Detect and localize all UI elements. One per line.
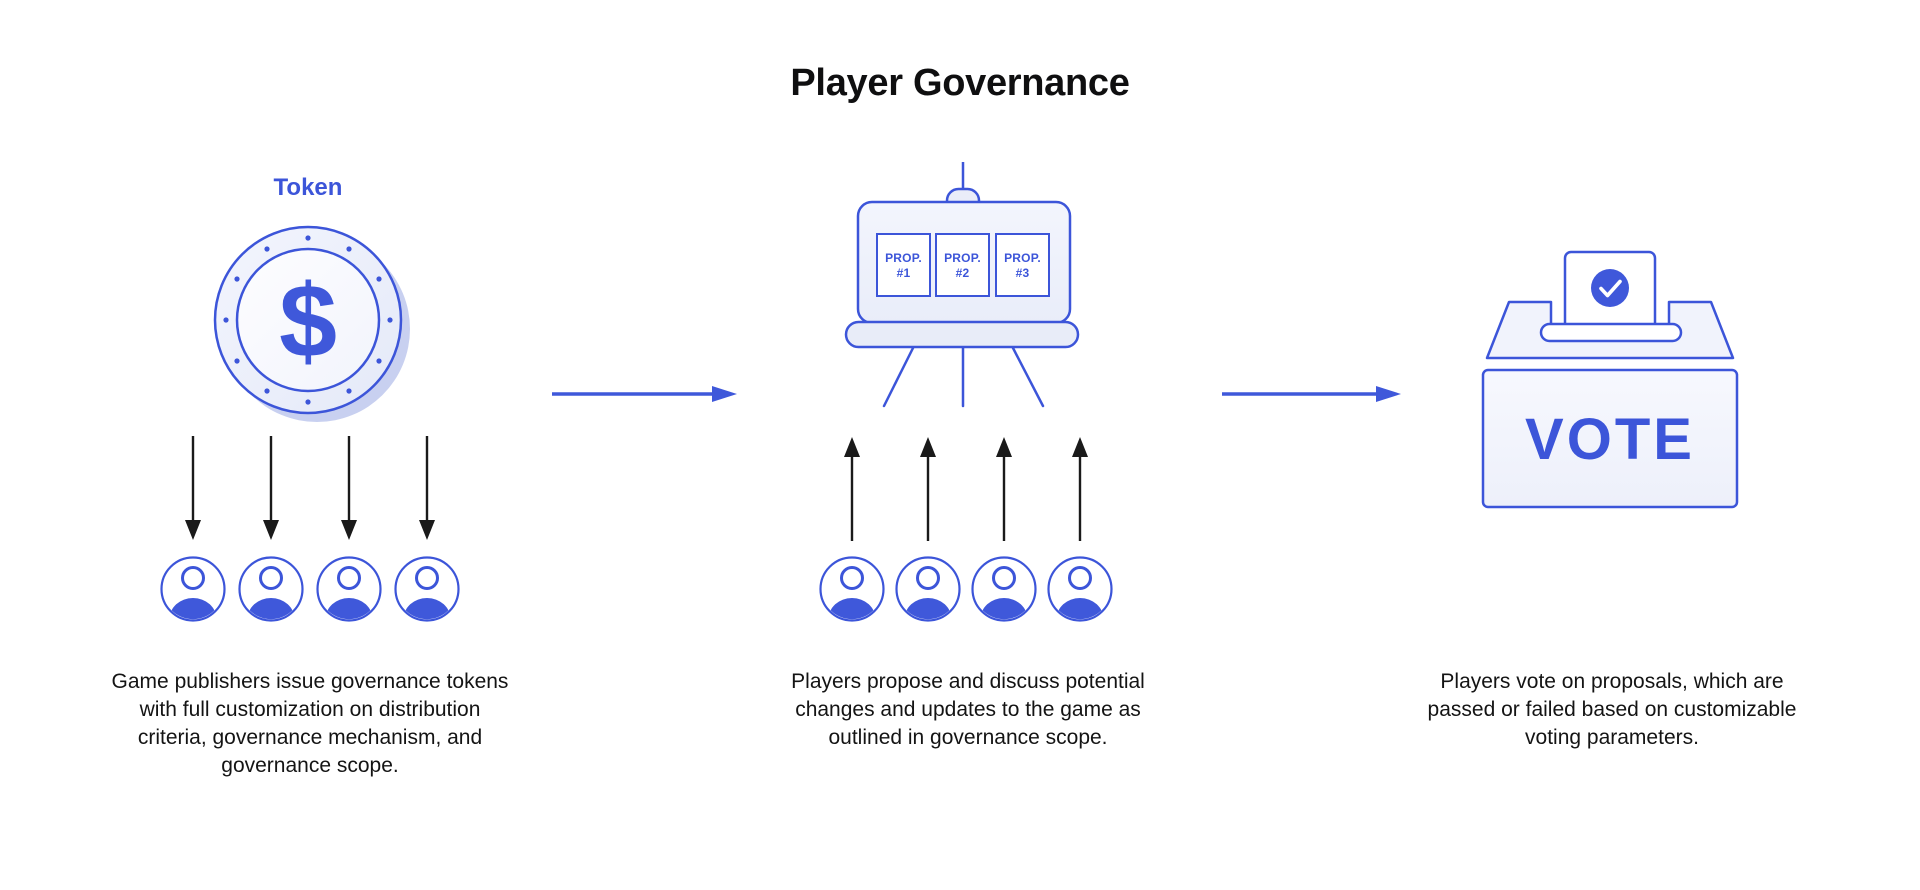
ballot-box-body <box>1481 368 1739 509</box>
token-coin-icon: $ <box>213 225 410 422</box>
stage-1-description-line: with full customization on distribution <box>139 698 481 721</box>
ballot-box-icon: VOTE <box>1481 250 1739 509</box>
connector-arrow-2 <box>1222 386 1401 402</box>
ballot-slot <box>1539 322 1683 343</box>
stage-1-description-line: Game publishers issue governance tokens <box>111 670 509 693</box>
stage-3-description: Players vote on proposals, which are pas… <box>1362 668 1862 752</box>
connector-arrow-1 <box>552 386 737 402</box>
stage-1-description: Game publishers issue governance tokens … <box>60 668 560 780</box>
proposal-card-3-title: PROP. <box>1004 251 1041 265</box>
easel-legs <box>882 346 1045 408</box>
proposal-cards: PROP. #1 PROP. #2 PROP. #3 <box>876 233 1050 297</box>
stage-2-description-line: outlined in governance scope. <box>828 726 1108 749</box>
stage-1-description-line: governance scope. <box>221 754 399 777</box>
proposal-submission-arrows <box>842 435 1090 543</box>
stage-3-description-line: passed or failed based on customizable <box>1427 698 1797 721</box>
stage-3-description-line: Players vote on proposals, which are <box>1440 670 1784 693</box>
stage-1-description-line: criteria, governance mechanism, and <box>137 726 483 749</box>
token-distribution-arrows <box>183 434 437 542</box>
page-title: Player Governance <box>790 62 1130 104</box>
vote-label: VOTE <box>1525 407 1695 472</box>
stage-3-description-line: voting parameters. <box>1525 726 1699 749</box>
proposing-players-users-icons <box>821 558 1112 641</box>
proposal-board-icon: PROP. #1 PROP. #2 PROP. #3 <box>844 162 1080 408</box>
token-holders-users-icons <box>162 558 459 641</box>
stage-2-description: Players propose and discuss potential ch… <box>718 668 1218 752</box>
checkmark-icon <box>1591 269 1629 307</box>
dollar-sign-icon: $ <box>279 264 337 380</box>
token-label: Token <box>273 174 343 201</box>
proposal-card-1-number: #1 <box>897 266 911 280</box>
proposal-card-3-number: #3 <box>1016 266 1030 280</box>
proposal-card-1-title: PROP. <box>885 251 922 265</box>
stage-2-description-line: changes and updates to the game as <box>795 698 1141 721</box>
proposal-card-2-number: #2 <box>956 266 970 280</box>
stage-2-description-line: Players propose and discuss potential <box>791 670 1145 693</box>
proposal-card-2-title: PROP. <box>944 251 981 265</box>
coin-dots <box>223 235 393 405</box>
